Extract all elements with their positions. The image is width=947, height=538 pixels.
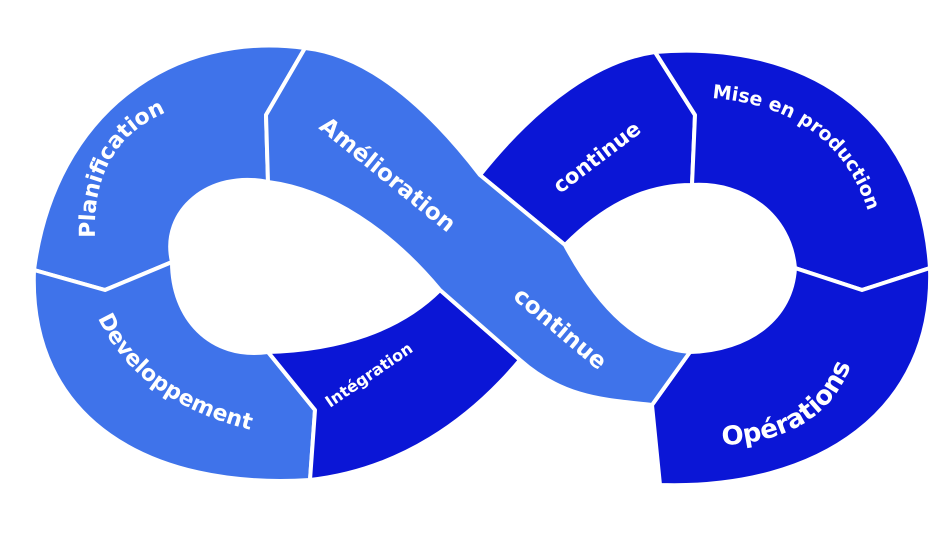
segment-amelioration-continue <box>264 46 692 407</box>
segment-planification <box>32 43 307 292</box>
segment-developpement <box>31 260 317 483</box>
segment-operations <box>650 266 933 488</box>
segment-integration <box>266 288 522 482</box>
segment-mise-en-production <box>653 48 932 292</box>
